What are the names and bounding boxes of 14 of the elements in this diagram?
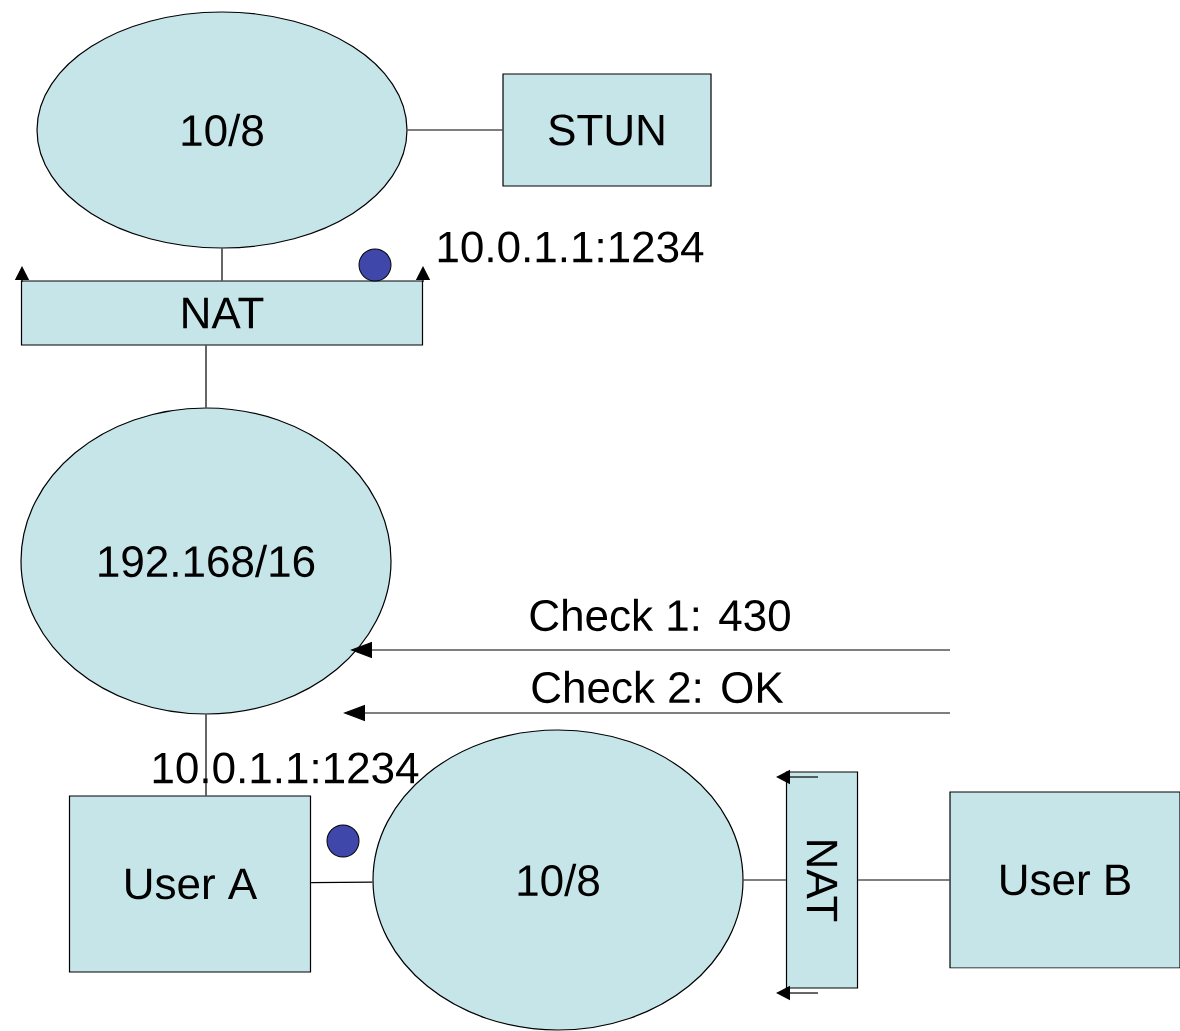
- host-box: User A: [68, 795, 312, 973]
- nat-box: NAT: [785, 771, 859, 989]
- nat-box: NAT: [20, 280, 424, 346]
- server-box: STUN: [502, 73, 712, 187]
- connector-line: [205, 345, 207, 408]
- host-box: User B: [949, 791, 1180, 969]
- connector-line: [857, 879, 950, 881]
- address-label: 10.0.1.1:1234: [438, 231, 704, 263]
- connector-line: [221, 248, 223, 281]
- connector-line: [310, 881, 374, 884]
- connector-line: [407, 129, 503, 131]
- edge-label: Check 1: 430: [526, 596, 794, 634]
- edge-label: Check 2: OK: [528, 668, 786, 706]
- connector-line: [743, 879, 787, 881]
